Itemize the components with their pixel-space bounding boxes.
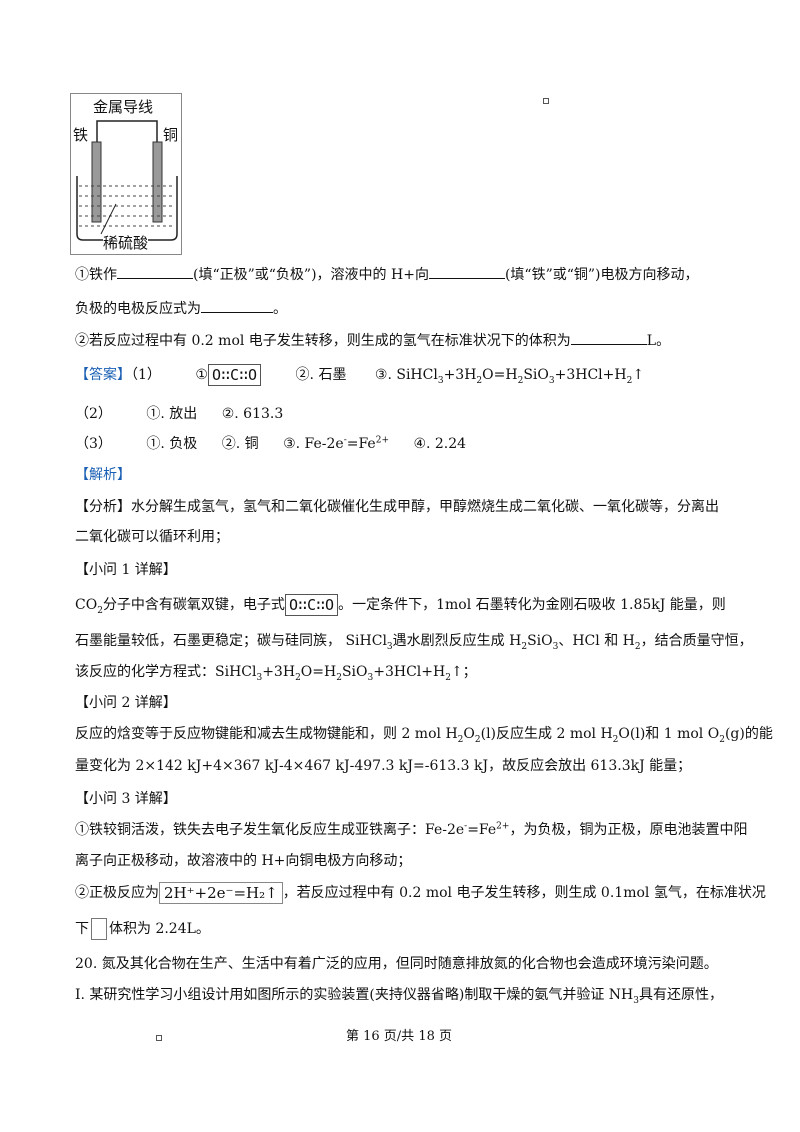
q20-line1: 20. 氮及其化合物在生产、生活中有着广泛的应用，但同时随意排放氮的化合物也会造… <box>75 956 718 972</box>
wire-label: 金属导线 <box>93 98 154 116</box>
s1-line2: 石墨能量较低，石墨更稳定；碳与硅同族， SiHCl3遇水剧烈反应生成 H2SiO… <box>75 633 753 652</box>
placeholder-box <box>91 918 107 940</box>
s2-line2: 量变化为 2×142 kJ+4×367 kJ-4×467 kJ-497.3 kJ… <box>75 758 692 774</box>
answer-line2: （2） ①. 放出 ②. 613.3 <box>75 406 284 422</box>
footer-marker <box>156 1035 162 1041</box>
iron-label: 铁 <box>73 126 89 144</box>
analysis-tag: 【解析】 <box>75 467 131 483</box>
page-footer: 第 16 页/共 18 页 <box>346 1029 452 1044</box>
analysis-fx1: 【分析】水分解生成氢气，氢气和二氧化碳催化生成甲醇，甲醇燃烧生成二氧化碳、一氧化… <box>75 499 719 515</box>
blank-3 <box>201 298 273 313</box>
blank-1 <box>117 264 193 279</box>
galvanic-cell-figure: 金属导线 铁 铜 稀硫酸 <box>70 93 182 255</box>
q1-line2: 负极的电极反应式为。 <box>75 298 287 318</box>
s3-line2: 离子向正极移动，故溶液中的 H+向铜电极方向移动； <box>75 853 412 869</box>
blank-4 <box>570 330 647 345</box>
marker <box>543 98 549 104</box>
analysis-fx2: 二氧化碳可以循环利用； <box>75 529 229 545</box>
s2-line1: 反应的焓变等于反应物键能和减去生成物键能和，则 2 mol H2O2(l)反应生… <box>75 726 773 745</box>
co2-electron-formula-2: O∷C∷O <box>284 594 339 616</box>
s1-line3: 该反应的化学方程式：SiHCl3+3H2O=H2SiO3+3HCl+H2↑； <box>75 664 477 683</box>
blank-2 <box>428 264 505 279</box>
section-1-title: 【小问 1 详解】 <box>75 562 177 578</box>
section-3-title: 【小问 3 详解】 <box>75 791 177 807</box>
co2-electron-formula: O∷C∷O <box>207 364 262 386</box>
copper-label: 铜 <box>163 126 179 144</box>
q2-line: ②若反应过程中有 0.2 mol 电子发生转移，则生成的氢气在标准状况下的体积为… <box>75 330 670 350</box>
solution-label: 稀硫酸 <box>103 232 149 253</box>
answer-line3: （3） ①. 负极 ②. 铜 ③. Fe-2e-=Fe2+ ④. 2.24 <box>75 435 467 452</box>
s3-line4: 下体积为 2.24L。 <box>75 918 210 940</box>
q1-line1: ①铁作(填“正极”或“负极”)，溶液中的 H+向(填“铁”或“铜”)电极方向移动… <box>75 264 699 284</box>
answer-tag: 【答案】 <box>75 367 131 383</box>
cathode-equation: 2H⁺+2e⁻=H₂↑ <box>159 882 283 904</box>
section-2-title: 【小问 2 详解】 <box>75 695 177 711</box>
galvanic-cell-diagram <box>76 120 178 241</box>
s3-line1: ①铁较铜活泼，铁失去电子发生氧化反应生成亚铁离子：Fe-2e-=Fe2+，为负极… <box>75 821 748 838</box>
q20-line2: Ⅰ. 某研究性学习小组设计用如图所示的实验装置(夹持仪器省略)制取干燥的氨气并验… <box>75 987 723 1006</box>
